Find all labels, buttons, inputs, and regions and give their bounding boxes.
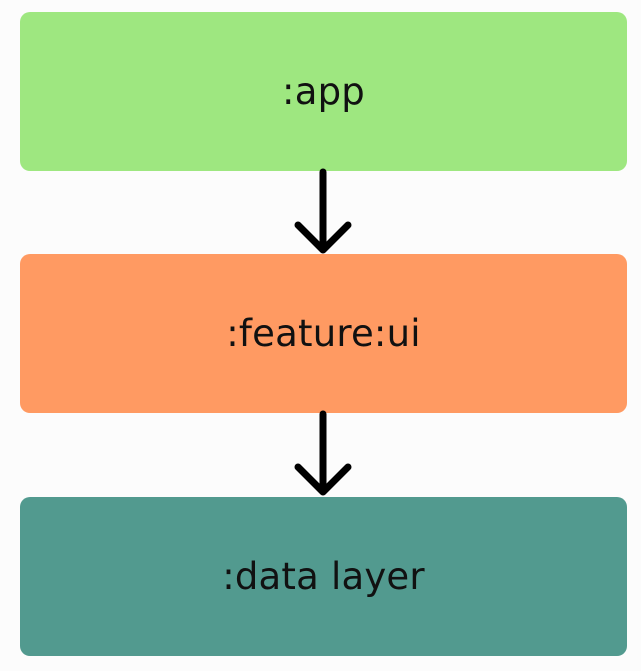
node-app: :app [20, 12, 627, 171]
node-feature-ui: :feature:ui [20, 254, 627, 413]
arrow-down-icon [294, 168, 352, 254]
node-data-layer-label: :data layer [222, 555, 425, 598]
arrow-down-icon [294, 410, 352, 496]
node-feature-ui-label: :feature:ui [226, 312, 421, 355]
node-app-label: :app [282, 70, 365, 113]
node-data-layer: :data layer [20, 497, 627, 656]
